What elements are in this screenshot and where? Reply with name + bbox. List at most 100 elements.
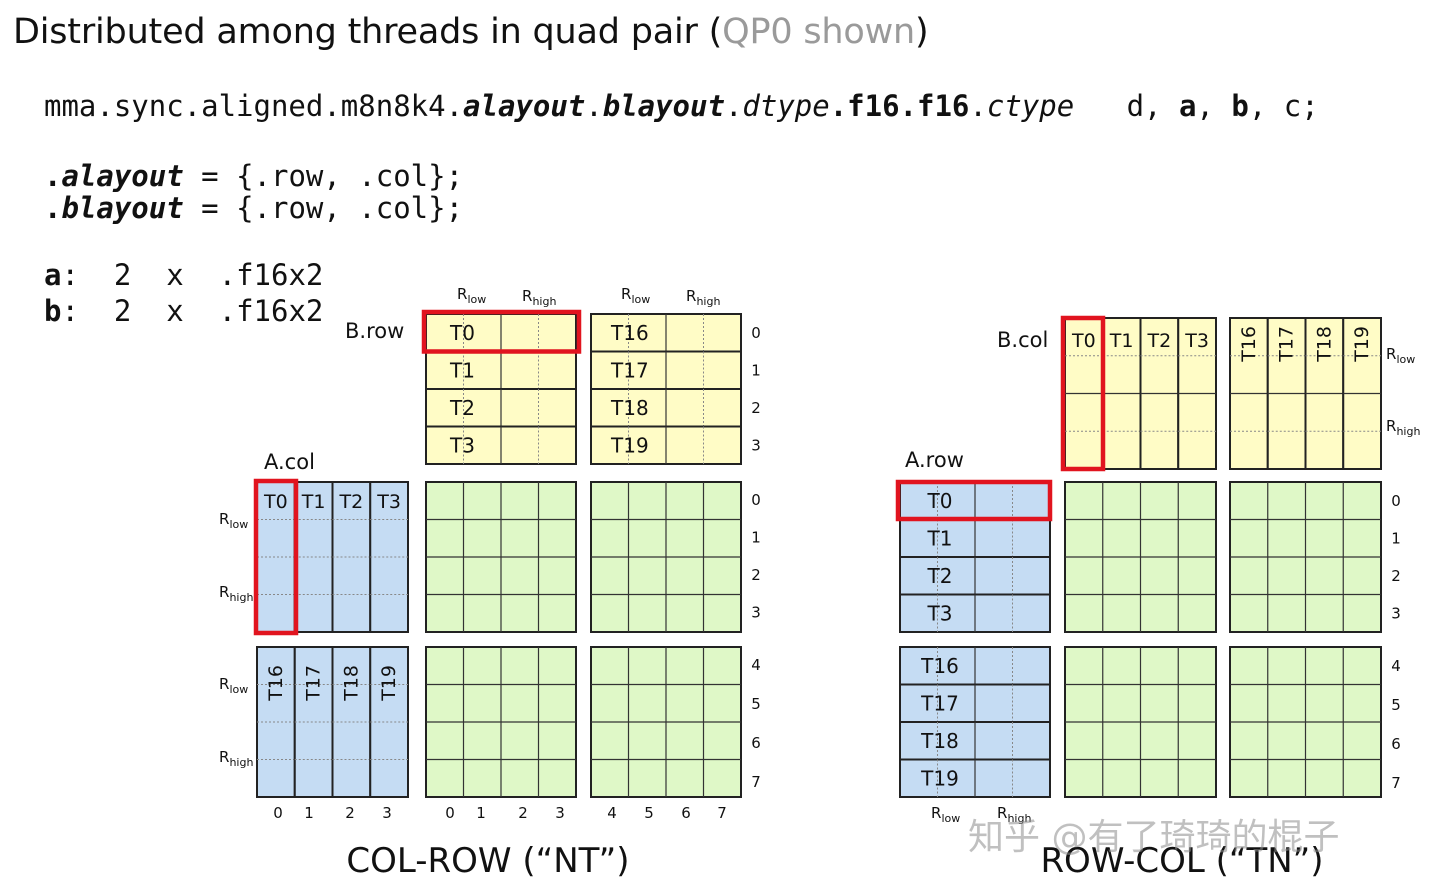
left-a-col-number: 3 — [382, 804, 392, 822]
left-c-row-number: 2 — [751, 566, 761, 584]
left-a-thread-label: T17 — [303, 665, 325, 702]
left-a-rlow: Rlow — [219, 510, 248, 531]
left-a-thread-label: T2 — [339, 491, 364, 513]
left-b-label: B.row — [345, 319, 404, 343]
instr-tail: , c; — [1248, 89, 1319, 123]
right-b-thread-label: T1 — [1109, 330, 1134, 352]
title-close: ) — [914, 12, 929, 52]
right-a-label: A.row — [905, 448, 964, 472]
right-c-row-number: 2 — [1391, 567, 1401, 585]
left-a-col-number: 1 — [304, 804, 314, 822]
right-c-row-number: 0 — [1391, 492, 1401, 510]
left-a-col-cell — [256, 646, 296, 798]
blayout-values: = {.row, .col}; — [183, 191, 464, 225]
left-b-thread-label: T1 — [449, 359, 475, 383]
left-c-col-number: 6 — [681, 804, 691, 822]
right-b-thread-label: T2 — [1147, 330, 1172, 352]
instr-prefix: mma.sync.aligned.m8n8k4. — [44, 89, 464, 123]
left-a-rhigh: Rhigh — [219, 748, 253, 769]
right-a-thread-label: T19 — [920, 767, 959, 791]
left-c-row-number: 3 — [751, 604, 761, 622]
title-qp0: QP0 shown — [722, 12, 915, 52]
operand-a-type: : 2 x .f16x2 — [61, 258, 324, 292]
right-b-thread-label: T19 — [1351, 326, 1373, 363]
instr-comma: , — [1196, 89, 1232, 123]
right-b-highlight — [1060, 315, 1106, 472]
alayout-name: alayout — [61, 159, 184, 193]
left-caption: COL-ROW (“NT”) — [346, 841, 629, 881]
left-c-row-number: 1 — [751, 529, 761, 547]
left-c-row-number: 4 — [751, 656, 761, 674]
instr-ctype: ctype — [986, 89, 1075, 123]
left-a-col-number: 0 — [273, 804, 283, 822]
instr-gap: d, — [1074, 89, 1179, 123]
alayout-values: = {.row, .col}; — [183, 159, 464, 193]
right-b-thread-label: T16 — [1238, 326, 1260, 363]
instr-dtype: dtype — [742, 89, 830, 123]
instr-a: a — [1178, 89, 1197, 123]
left-c-col-number: 0 — [445, 804, 455, 822]
instr-f16: .f16.f16 — [829, 89, 970, 123]
left-b-thread-label: T3 — [449, 434, 475, 458]
right-a-thread-label: T3 — [927, 602, 953, 626]
operand-a-label: a — [44, 258, 62, 292]
instr-alayout: alayout — [463, 89, 586, 123]
right-c-row-number: 1 — [1391, 530, 1401, 548]
left-a-thread-label: T16 — [265, 665, 287, 702]
right-a-rhigh: Rhigh — [997, 804, 1031, 825]
right-a-thread-label: T17 — [920, 692, 959, 716]
left-b-thread-label: T0 — [449, 321, 475, 345]
left-a-thread-label: T18 — [340, 665, 362, 702]
left-b-highlight — [421, 309, 582, 354]
left-b-thread-label: T2 — [449, 396, 475, 420]
instr-blayout: blayout — [602, 89, 725, 123]
watermark: 知乎 @有了琦琦的棍子 — [968, 817, 1340, 858]
operand-b-label: b — [44, 294, 62, 328]
mma-instruction: mma.sync.aligned.m8n8k4.alayout.blayout.… — [44, 90, 1319, 123]
right-c-row-number: 5 — [1391, 696, 1401, 714]
page-title: Distributed among threads in quad pair (… — [13, 12, 929, 52]
left-b-row-number: 0 — [751, 324, 761, 342]
operand-types: a: 2 x .f16x2 b: 2 x .f16x2 — [44, 257, 323, 329]
left-a-thread-label: T0 — [263, 491, 288, 513]
blayout-name: blayout — [61, 191, 184, 225]
right-a-thread-label: T0 — [927, 489, 953, 513]
left-c-row-number: 5 — [751, 695, 761, 713]
left-b-thread-label-2: T17 — [610, 359, 649, 383]
left-c-col-number: 5 — [644, 804, 654, 822]
left-b-thread-label-2: T19 — [610, 434, 649, 458]
left-c-row-number: 7 — [751, 773, 761, 791]
blayout-dot: . — [44, 191, 62, 225]
right-c-row-number: 6 — [1391, 735, 1401, 753]
left-a-thread-label: T3 — [376, 491, 401, 513]
right-caption: ROW-COL (“TN”) — [1040, 841, 1323, 881]
left-b-thread-label-2: T16 — [610, 321, 649, 345]
right-c-row-number: 4 — [1391, 657, 1401, 675]
right-a-highlight — [895, 479, 1053, 522]
left-c-col-number: 2 — [518, 804, 528, 822]
right-b-thread-label: T18 — [1313, 326, 1335, 363]
right-b-rhigh: Rhigh — [1386, 417, 1420, 438]
left-rhigh-label-2: Rhigh — [686, 287, 720, 308]
left-a-col-number: 2 — [345, 804, 355, 822]
left-c-col-number: 3 — [555, 804, 565, 822]
left-rhigh-label: Rhigh — [522, 287, 556, 308]
left-b-thread-label-2: T18 — [610, 396, 649, 420]
instr-dot2: . — [724, 89, 743, 123]
left-c-row-number: 0 — [751, 491, 761, 509]
left-a-thread-label: T19 — [378, 665, 400, 702]
right-b-rlow: Rlow — [1386, 345, 1415, 366]
right-b-label: B.col — [997, 328, 1048, 352]
instr-dot3: . — [969, 89, 987, 123]
left-c-col-number: 4 — [607, 804, 617, 822]
title-text: Distributed among threads in quad pair ( — [13, 12, 723, 52]
right-a-rlow: Rlow — [931, 804, 960, 825]
right-c-row-number: 7 — [1391, 774, 1401, 792]
left-rlow-label: Rlow — [457, 285, 486, 306]
operand-b-type: : 2 x .f16x2 — [61, 294, 324, 328]
right-b-thread-label: T17 — [1276, 326, 1298, 363]
right-a-thread-label: T16 — [920, 654, 959, 678]
left-b-row-number: 3 — [751, 437, 761, 455]
instr-dot1: . — [585, 89, 603, 123]
